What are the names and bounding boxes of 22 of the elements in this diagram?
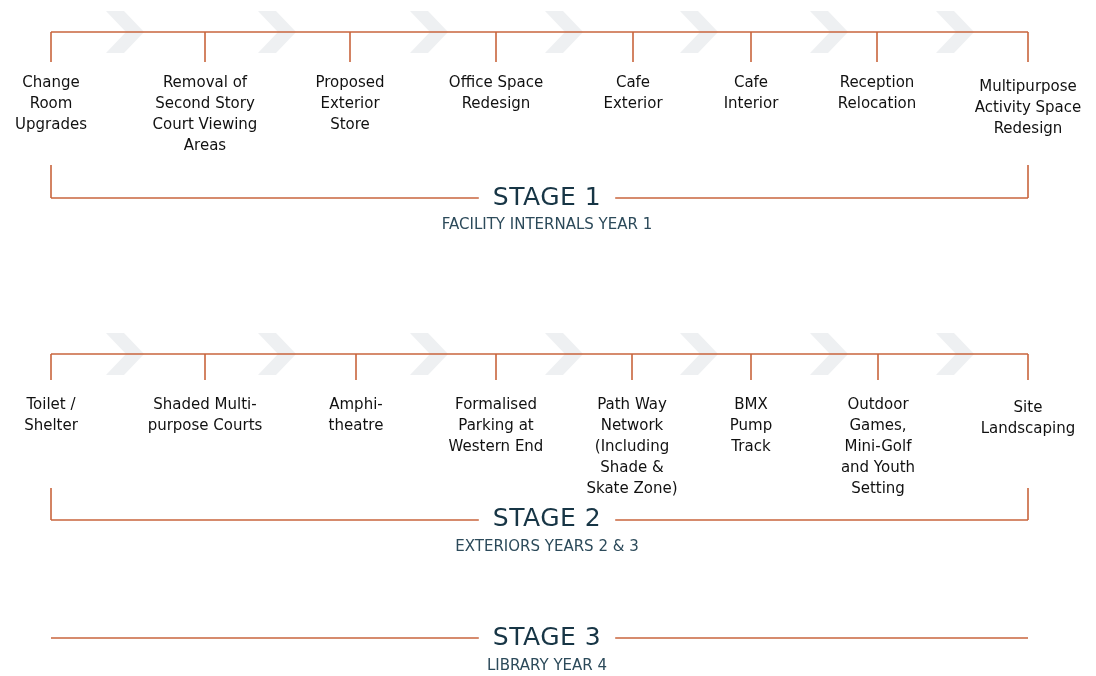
timeline-item: Toilet / Shelter bbox=[23, 394, 79, 436]
timeline-item: Cafe Exterior bbox=[602, 72, 664, 114]
timeline-item: Shaded Multi-purpose Courts bbox=[146, 394, 264, 436]
stage-subtitle: EXTERIORS YEARS 2 & 3 bbox=[455, 537, 639, 555]
timeline-item: Formalised Parking at Western End bbox=[447, 394, 545, 457]
timeline-item: Reception Relocation bbox=[836, 72, 918, 114]
stage-heading: STAGE 2 bbox=[492, 504, 602, 532]
stage-heading: STAGE 1 bbox=[492, 183, 602, 211]
timeline-item: Office Space Redesign bbox=[447, 72, 545, 114]
timeline-item: Cafe Interior bbox=[722, 72, 780, 114]
timeline-item: BMX Pump Track bbox=[728, 394, 774, 457]
timeline-item: Proposed Exterior Store bbox=[314, 72, 386, 135]
timeline-item: Removal of Second Story Court Viewing Areas bbox=[151, 72, 259, 156]
stage-subtitle: LIBRARY YEAR 4 bbox=[486, 656, 608, 674]
timeline-item: Outdoor Games, Mini-Golf and Youth Setting bbox=[839, 394, 917, 499]
timeline-item: Path Way Network (Including Shade & Skate Zone) bbox=[585, 394, 679, 499]
timeline-item: Site Landscaping bbox=[979, 397, 1077, 439]
timeline-item: Amphi- theatre bbox=[327, 394, 385, 436]
timeline-item: Multipurpose Activity Space Redesign bbox=[973, 76, 1083, 139]
stage-subtitle: FACILITY INTERNALS YEAR 1 bbox=[441, 215, 653, 233]
timeline-item: Change Room Upgrades bbox=[14, 72, 88, 135]
stage-heading: STAGE 3 bbox=[492, 623, 602, 651]
